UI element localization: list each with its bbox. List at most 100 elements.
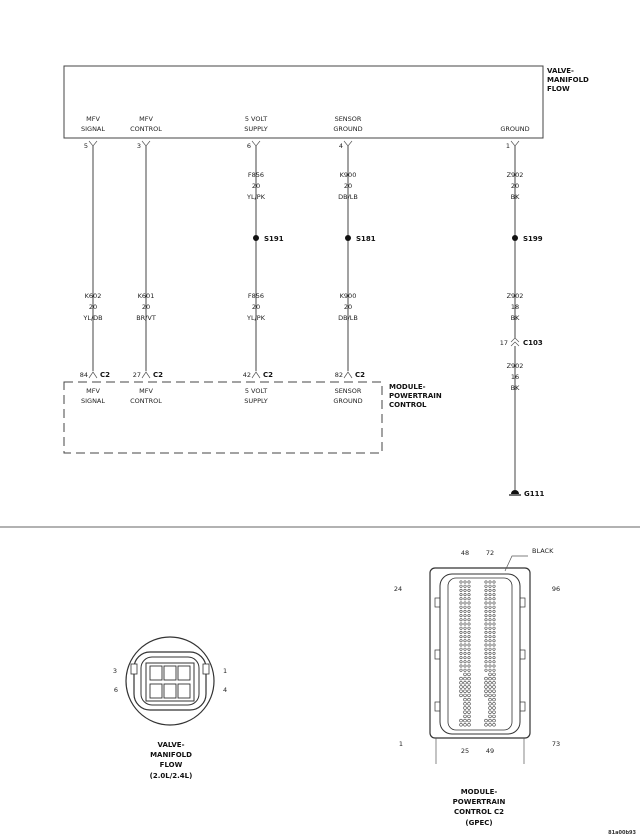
pin-cavity bbox=[492, 718, 496, 723]
connector-terminal-icon bbox=[251, 140, 261, 147]
pin-cavity bbox=[484, 647, 488, 651]
pin-cavity bbox=[488, 580, 492, 584]
pin-cavity bbox=[492, 630, 496, 634]
pin-cavity bbox=[484, 626, 488, 630]
pin-cavity bbox=[463, 597, 467, 601]
pin-cavity bbox=[492, 639, 496, 643]
pin-cavity bbox=[492, 584, 496, 588]
pin-cavity bbox=[492, 593, 496, 597]
pin-cavity bbox=[488, 656, 492, 660]
wire-code: F856 bbox=[248, 292, 264, 300]
wire-color: BK bbox=[511, 314, 520, 322]
figure-id: 81a00b93 bbox=[608, 830, 636, 836]
pin-cavity bbox=[463, 588, 467, 592]
pin-cavity bbox=[459, 718, 463, 723]
pin-cavity bbox=[484, 676, 488, 681]
pcm-connector-id: C2 bbox=[153, 371, 163, 379]
pin-cavity bbox=[459, 656, 463, 660]
pin-cavity bbox=[484, 651, 488, 655]
pin-cavity bbox=[463, 689, 467, 693]
caption-line: POWERTRAIN bbox=[453, 798, 506, 806]
pcm-label: CONTROL bbox=[130, 397, 162, 405]
pin-cavity bbox=[484, 609, 488, 613]
valve-title-line-1: VALVE- bbox=[547, 67, 574, 75]
cavity bbox=[149, 683, 163, 699]
wire-gauge: 20 bbox=[89, 303, 97, 311]
pin-cavity bbox=[459, 605, 463, 609]
pcm-connector-id: C2 bbox=[100, 371, 110, 379]
pin-cavity bbox=[488, 605, 492, 609]
pin-cavity bbox=[492, 689, 496, 693]
pin-cavity bbox=[459, 588, 463, 592]
pin-cavity bbox=[488, 639, 492, 643]
pin-cavity bbox=[484, 685, 488, 689]
circuit-5-volt-supply: 5 VOLT SUPPLY 6 F856 20 YL/PK S191 F856 … bbox=[243, 115, 284, 405]
valve-label: SUPPLY bbox=[244, 125, 267, 133]
pin-cavity bbox=[488, 622, 492, 626]
pin-cavity bbox=[463, 693, 467, 698]
pin-cavity bbox=[488, 651, 492, 655]
valve-label: SENSOR bbox=[335, 115, 362, 123]
wire-color: YL/PK bbox=[246, 314, 266, 322]
pcm-latch bbox=[519, 649, 526, 660]
pcm-connector-id: C2 bbox=[355, 371, 365, 379]
connector-terminal-icon bbox=[88, 140, 98, 147]
pin-cavity bbox=[467, 672, 471, 677]
caption-line: MANIFOLD bbox=[150, 751, 192, 759]
pin-cavity bbox=[492, 660, 496, 664]
connector-terminal-icon bbox=[141, 140, 151, 147]
pin-cavity bbox=[484, 618, 488, 622]
pin-cavity bbox=[467, 697, 471, 702]
pin-cavity bbox=[488, 584, 492, 588]
pin-label: 73 bbox=[552, 740, 560, 748]
valve-connector-view: 3 6 1 4 VALVE- MANIFOLD FLOW (2.0L/2.4L) bbox=[113, 636, 227, 780]
pcm-label: MFV bbox=[86, 387, 100, 395]
pin-cavity bbox=[492, 618, 496, 622]
pin-cavity bbox=[488, 714, 492, 719]
pin-label: 4 bbox=[223, 686, 227, 694]
connector-outer-ring bbox=[125, 636, 215, 726]
pin-cavity bbox=[459, 639, 463, 643]
pin-cavity bbox=[492, 668, 496, 672]
pin-cavity bbox=[463, 609, 467, 613]
pin-cavity bbox=[488, 660, 492, 664]
pcm-label: GROUND bbox=[333, 397, 362, 405]
pin-cavity bbox=[459, 723, 463, 727]
pin-cavity bbox=[467, 626, 471, 630]
pin-cavity bbox=[463, 584, 467, 588]
pin-cavity bbox=[463, 702, 467, 706]
pin-cavity bbox=[463, 656, 467, 660]
pin-cavity bbox=[484, 723, 488, 727]
pcm-label: 5 VOLT bbox=[245, 387, 267, 395]
pin-cavity bbox=[484, 630, 488, 634]
wire-code: K900 bbox=[340, 171, 357, 179]
pin-label: 6 bbox=[114, 686, 118, 694]
pcm-label: SIGNAL bbox=[81, 397, 105, 405]
caption-line: CONTROL C2 bbox=[454, 808, 504, 816]
wire-color: BK bbox=[511, 193, 520, 201]
pin-cavity bbox=[467, 718, 471, 723]
connector-color-label: BLACK bbox=[532, 547, 554, 555]
valve-label: SIGNAL bbox=[81, 125, 105, 133]
pin-cavity bbox=[492, 609, 496, 613]
pin-label: 3 bbox=[113, 667, 117, 675]
ground-id: G111 bbox=[524, 490, 544, 498]
pin-cavity bbox=[459, 668, 463, 672]
wire-code: Z902 bbox=[507, 292, 524, 300]
wire-color: YL/PK bbox=[246, 193, 266, 201]
valve-pin-number: 5 bbox=[84, 142, 88, 150]
pin-cavity bbox=[467, 689, 471, 693]
inline-connector-id: C103 bbox=[523, 339, 543, 347]
wire-gauge: 16 bbox=[511, 373, 519, 381]
pin-cavity bbox=[488, 601, 492, 605]
wire-code: F856 bbox=[248, 171, 264, 179]
pin-cavity bbox=[459, 660, 463, 664]
pin-cavity bbox=[463, 718, 467, 723]
caption-line: VALVE- bbox=[158, 741, 185, 749]
wire-color: BK bbox=[511, 384, 520, 392]
pin-cavity bbox=[484, 693, 488, 698]
pin-cavity bbox=[492, 723, 496, 727]
pcm-dashed-box bbox=[63, 381, 383, 454]
pcm-pin-number: 84 bbox=[80, 371, 88, 379]
pin-cavity bbox=[467, 681, 471, 685]
